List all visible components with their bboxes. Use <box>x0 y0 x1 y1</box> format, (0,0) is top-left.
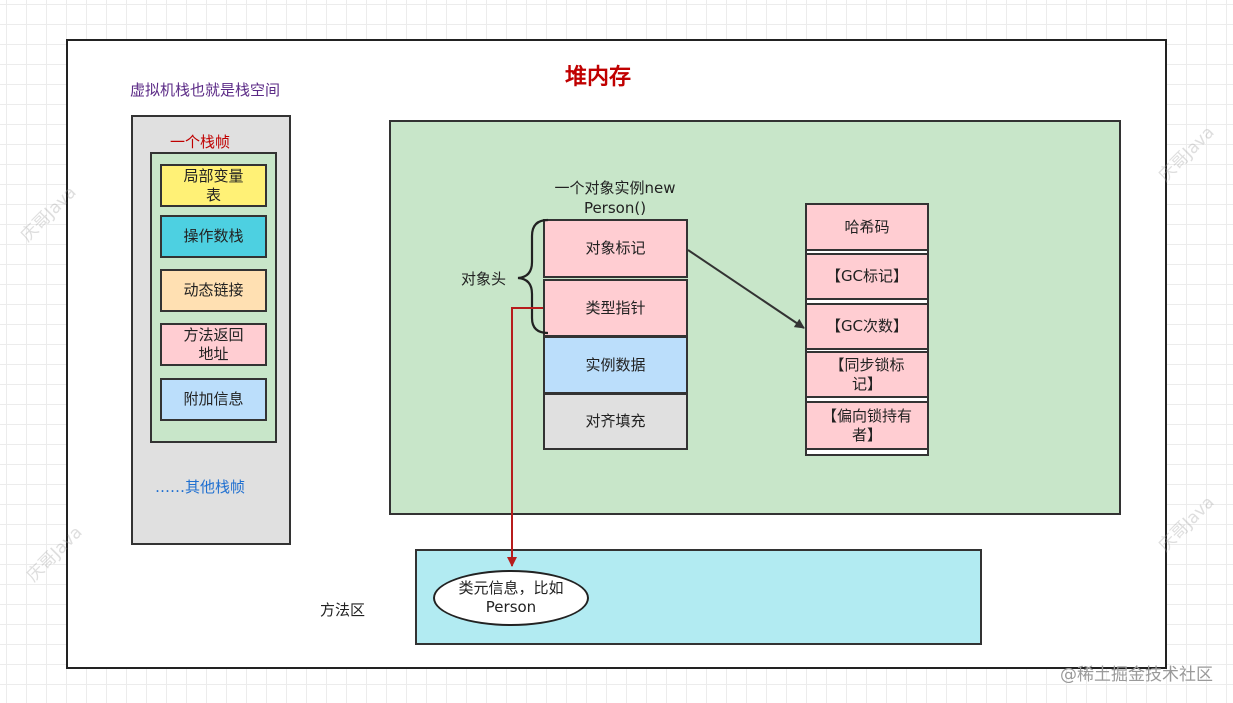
stack-item-extra-info: 附加信息 <box>160 378 267 421</box>
site-watermark: @稀土掘金技术社区 <box>1060 665 1213 685</box>
object-header-label: 对象头 <box>461 270 507 288</box>
mark-word-hashcode: 哈希码 <box>805 203 929 251</box>
stack-title: 虚拟机栈也就是栈空间 <box>130 81 281 99</box>
mark-word-biased-lock: 【偏向锁持有 者】 <box>805 401 929 450</box>
stack-item-dynamic-linking: 动态链接 <box>160 269 267 312</box>
object-section-instance-data: 实例数据 <box>543 336 688 394</box>
class-pointer-arrow <box>507 307 543 567</box>
object-section-padding: 对齐填充 <box>543 393 688 450</box>
method-area-label: 方法区 <box>320 601 366 619</box>
stack-item-return-address: 方法返回 地址 <box>160 323 267 366</box>
object-section-class-pointer: 类型指针 <box>543 279 688 337</box>
stack-item-operand-stack: 操作数栈 <box>160 215 267 258</box>
object-section-mark-word: 对象标记 <box>543 219 688 278</box>
mark-word-sync-lock: 【同步锁标 记】 <box>805 351 929 398</box>
class-metadata-ellipse: 类元信息，比如 Person <box>433 570 589 626</box>
object-header-brace <box>517 218 549 335</box>
mark-word-gc-count: 【GC次数】 <box>805 303 929 350</box>
mark-word-arrow <box>687 249 805 329</box>
object-instance-label: 一个对象实例new Person() <box>554 179 676 217</box>
mark-word-gc-mark: 【GC标记】 <box>805 253 929 300</box>
other-frames-label: ……其他栈帧 <box>155 478 246 496</box>
stack-frame-label: 一个栈帧 <box>170 133 231 151</box>
heap-title: 堆内存 <box>565 65 632 90</box>
stack-item-local-variables: 局部变量 表 <box>160 164 267 207</box>
